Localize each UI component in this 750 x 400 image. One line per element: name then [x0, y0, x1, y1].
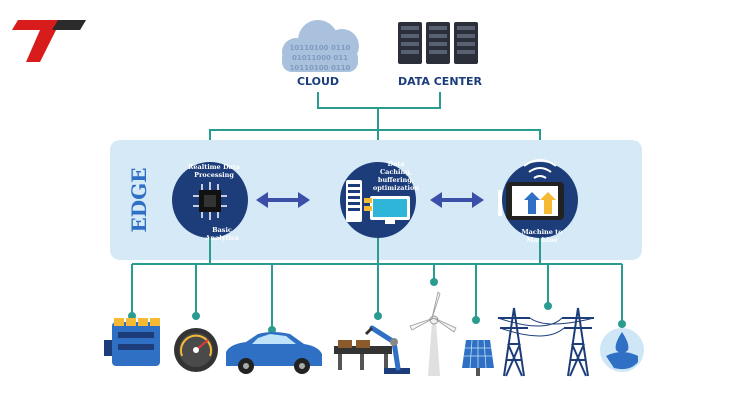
edge-node-caching: Data Caching, buffering, optimization [340, 160, 419, 238]
edge-node-processing: Realtime Data Processing Basic Analytics [172, 162, 248, 242]
node1-top-line1: Realtime Data [188, 163, 241, 171]
water-drop-icon [600, 328, 644, 372]
bidirectional-arrow-2 [430, 192, 484, 208]
node1-bottom-line2: Analytics [204, 234, 239, 242]
node1-top-line2: Processing [194, 171, 234, 179]
node2-top-line2: Caching, [380, 168, 412, 176]
power-lines [497, 317, 595, 337]
cloud-icon: 10110100 0110 01011000 011 10110100 0110 [282, 20, 359, 72]
node3-bottom-line2: Machine [526, 236, 557, 244]
robot-arm-conveyor-icon [334, 325, 410, 374]
node2-top-line1: Data [387, 160, 405, 168]
cloud-binary-3: 10110100 0110 [290, 64, 351, 72]
tablet-wifi-icon [498, 159, 564, 220]
cpu-chip-icon [193, 182, 227, 220]
edge-label: EDGE [127, 168, 151, 233]
node2-top-line4: optimization [373, 184, 419, 192]
server-rack-icon [398, 22, 478, 64]
node1-bottom-line1: Basic [212, 226, 232, 234]
cloud-binary-1: 10110100 0110 [290, 44, 351, 52]
brand-logo [12, 20, 86, 62]
node3-bottom-line1: Machine to [521, 228, 563, 236]
power-tower-icon [562, 307, 594, 377]
edge-node-m2m: Machine to Machine [498, 159, 578, 244]
car-icon [226, 332, 322, 374]
cloud-binary-2: 01011000 011 [292, 54, 348, 62]
engine-icon [104, 318, 160, 366]
node2-top-line3: buffering, [378, 176, 414, 184]
gauge-icon [174, 328, 218, 372]
solar-panel-icon [462, 339, 494, 376]
bidirectional-arrow-1 [256, 192, 310, 208]
cloud-label: CLOUD [297, 75, 339, 88]
top-connectors [209, 92, 541, 145]
wind-turbine-icon [409, 291, 457, 376]
power-tower-icon [498, 307, 530, 377]
bottom-connectors [128, 238, 626, 334]
datacenter-label: DATA CENTER [398, 75, 483, 88]
server-monitor-icon [346, 180, 410, 224]
